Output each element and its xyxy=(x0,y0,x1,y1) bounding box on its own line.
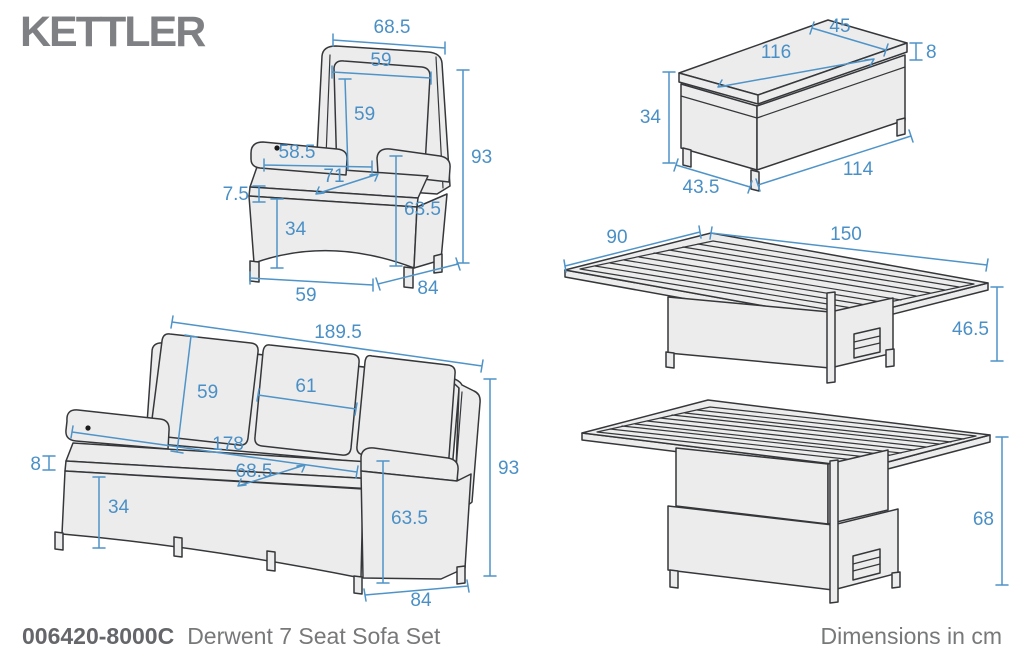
dim-label: 84 xyxy=(417,278,439,299)
dim-sofa-cushion-thickness: 8 xyxy=(30,454,56,475)
dim-label: 59 xyxy=(354,104,375,125)
dim-label: 61 xyxy=(295,376,316,397)
dim-sofa-depth: 84 xyxy=(363,579,470,611)
high-table-figure: 68 xyxy=(581,399,1009,604)
sofa-arm-button xyxy=(85,425,91,431)
dim-low-table-length: 150 xyxy=(709,224,989,272)
dim-label: 84 xyxy=(410,590,432,611)
dim-label: 178 xyxy=(212,434,244,455)
dim-armchair-back-width: 68.5 xyxy=(332,17,446,55)
high-table-vent xyxy=(852,548,881,581)
dim-label: 43.5 xyxy=(683,177,720,198)
low-table-front-leg xyxy=(826,291,836,384)
dim-label: 93 xyxy=(498,458,519,479)
dim-sofa-total-width: 189.5 xyxy=(170,315,484,373)
dim-low-table-height: 46.5 xyxy=(952,286,1004,362)
dim-label: 90 xyxy=(606,227,627,248)
dim-label: 68 xyxy=(973,509,994,530)
dim-sofa-arm-height: 63.5 xyxy=(376,460,428,584)
dim-label: 7.5 xyxy=(223,184,249,205)
dim-armchair-arm-to-arm: 58.5 xyxy=(263,142,373,174)
high-table-column-side xyxy=(827,449,889,525)
dim-armchair-front-width: 59 xyxy=(249,271,374,306)
high-table-stub-legs xyxy=(669,569,901,589)
kettler-logo: KETTLER xyxy=(20,8,206,56)
dim-label: 63.5 xyxy=(391,508,428,529)
dim-label: 34 xyxy=(285,219,307,240)
bench-cushion-sides xyxy=(678,42,908,105)
sofa-skirt xyxy=(61,470,364,579)
sofa-back-cushion-middle xyxy=(254,344,360,456)
dim-label: 59 xyxy=(197,382,218,403)
dim-bench-height: 34 xyxy=(640,71,676,164)
sofa-left-arm xyxy=(65,409,170,450)
low-table-stub-legs xyxy=(665,348,895,369)
dim-label: 8 xyxy=(926,42,937,63)
dim-label: 34 xyxy=(640,107,662,128)
dim-armchair-depth: 84 xyxy=(375,257,461,299)
dim-armchair-back-cushion-width: 59 xyxy=(331,50,432,85)
dim-armchair-seat-diagonal: 71 xyxy=(315,166,379,195)
low-table-figure: 90 150 46.5 xyxy=(563,224,1004,384)
high-table-front-leg xyxy=(829,459,839,604)
dim-sofa-seat-height: 34 xyxy=(92,476,130,549)
dim-bench-top-width: 45 xyxy=(809,16,889,57)
armchair-skirt-front xyxy=(248,195,418,269)
dim-sofa-middle-cushion-width: 61 xyxy=(256,376,358,416)
dim-label: 68.5 xyxy=(374,17,411,38)
dim-label: 34 xyxy=(108,497,130,518)
dim-label: 114 xyxy=(843,159,874,180)
dim-label: 59 xyxy=(370,50,391,71)
high-table-vent-slats xyxy=(852,556,881,572)
dim-label: 63.5 xyxy=(404,199,441,220)
product-code: 006420-8000C xyxy=(22,623,175,649)
sofa-right-wing-inner xyxy=(455,391,463,471)
footer: 006420-8000C Derwent 7 Seat Sofa Set Dime… xyxy=(0,623,1024,650)
dim-armchair-seat-height: 34 xyxy=(270,198,307,269)
low-table-vent xyxy=(853,327,881,359)
sofa-back-cushion-left xyxy=(150,333,259,446)
dim-label: 189.5 xyxy=(314,322,362,343)
sofa-legs xyxy=(54,531,466,595)
dim-label: 45 xyxy=(829,16,850,37)
dim-label: 93 xyxy=(471,147,492,168)
dim-bench-depth: 43.5 xyxy=(673,158,753,198)
dim-armchair-arm-height: 63.5 xyxy=(389,155,441,267)
dim-bench-length: 114 xyxy=(755,129,914,192)
dim-label: 150 xyxy=(830,224,862,245)
dim-label: 71 xyxy=(323,166,344,187)
low-table-slats xyxy=(594,243,960,310)
dim-label: 8 xyxy=(30,454,41,475)
dim-armchair-back-cushion-height: 59 xyxy=(338,78,375,171)
dim-label: 46.5 xyxy=(952,319,989,340)
low-table-top xyxy=(564,232,989,321)
product-name: Derwent 7 Seat Sofa Set xyxy=(187,623,441,649)
sofa-right-arm-top xyxy=(360,447,459,482)
dim-sofa-seat-diagonal: 68.5 xyxy=(236,461,306,487)
dim-label: 58.5 xyxy=(279,142,316,163)
product-title: 006420-8000C Derwent 7 Seat Sofa Set xyxy=(22,623,440,650)
dim-bench-cushion-thickness: 8 xyxy=(909,42,937,63)
dim-sofa-back-cushion-height: 59 xyxy=(170,334,218,454)
dim-label: 68.5 xyxy=(236,461,273,482)
dim-armchair-total-height: 93 xyxy=(456,69,492,264)
dim-bench-top-length: 116 xyxy=(717,42,875,88)
dim-label: 59 xyxy=(295,285,316,306)
units-note: Dimensions in cm xyxy=(820,623,1003,649)
bench-body-rim xyxy=(680,66,906,119)
armchair-figure: 68.5 59 59 58.5 7.5 71 xyxy=(223,17,493,306)
dim-armchair-cushion-thickness: 7.5 xyxy=(223,184,266,205)
sofa-figure: 189.5 59 61 178 68.5 8 xyxy=(30,315,519,611)
armchair-arm-button xyxy=(274,145,280,151)
storage-bench-figure: 45 116 8 34 43.5 114 xyxy=(640,16,937,198)
dim-sofa-inner-width: 178 xyxy=(70,425,359,479)
high-table-slats xyxy=(609,409,965,459)
low-table-vent-slats xyxy=(853,335,881,350)
dim-label: 116 xyxy=(761,42,791,63)
dim-sofa-total-height: 93 xyxy=(483,378,519,577)
dim-low-table-depth: 90 xyxy=(563,225,702,273)
dim-high-table-height: 68 xyxy=(973,436,1009,586)
